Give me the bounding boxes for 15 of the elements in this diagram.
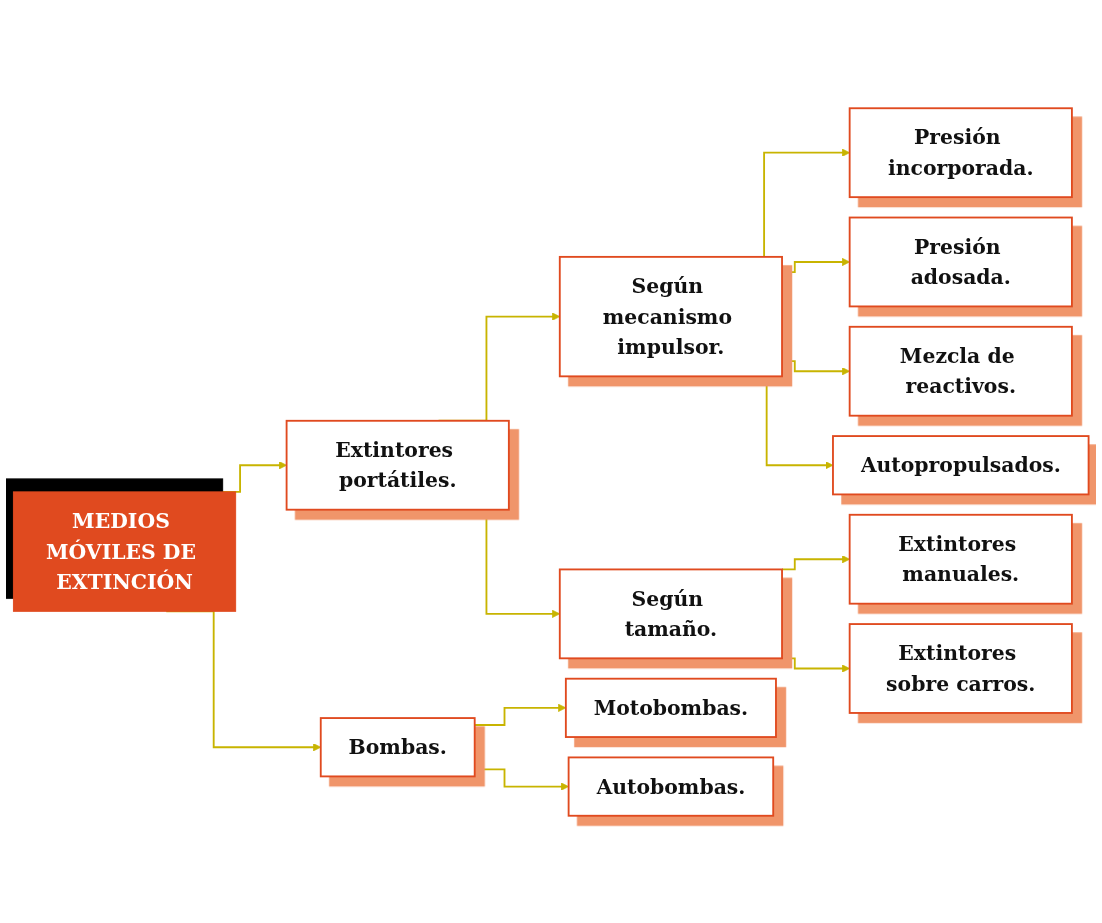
node-box: Extintores manuales.: [848, 513, 1073, 605]
node-box: MEDIOS MÓVILES DE EXTINCIÓN: [12, 490, 237, 612]
node-box: Extintores sobre carros.: [848, 622, 1073, 714]
node-box: Autopropulsados.: [832, 434, 1090, 495]
arrow: [781, 656, 850, 673]
node-box: Mezcla de reactivos.: [848, 325, 1073, 417]
node-box: Presión adosada.: [848, 216, 1073, 307]
node-box: Bombas.: [319, 716, 476, 777]
node-box: Extintores portátiles.: [285, 419, 510, 511]
node-box: Autobombas.: [567, 756, 775, 817]
node-box: Según tamaño.: [558, 568, 783, 659]
arrow: [781, 554, 850, 570]
node-box: Motobombas.: [564, 677, 777, 738]
node-box: Según mecanismo impulsor.: [558, 255, 783, 377]
node-box: Presión incorporada.: [848, 106, 1073, 198]
